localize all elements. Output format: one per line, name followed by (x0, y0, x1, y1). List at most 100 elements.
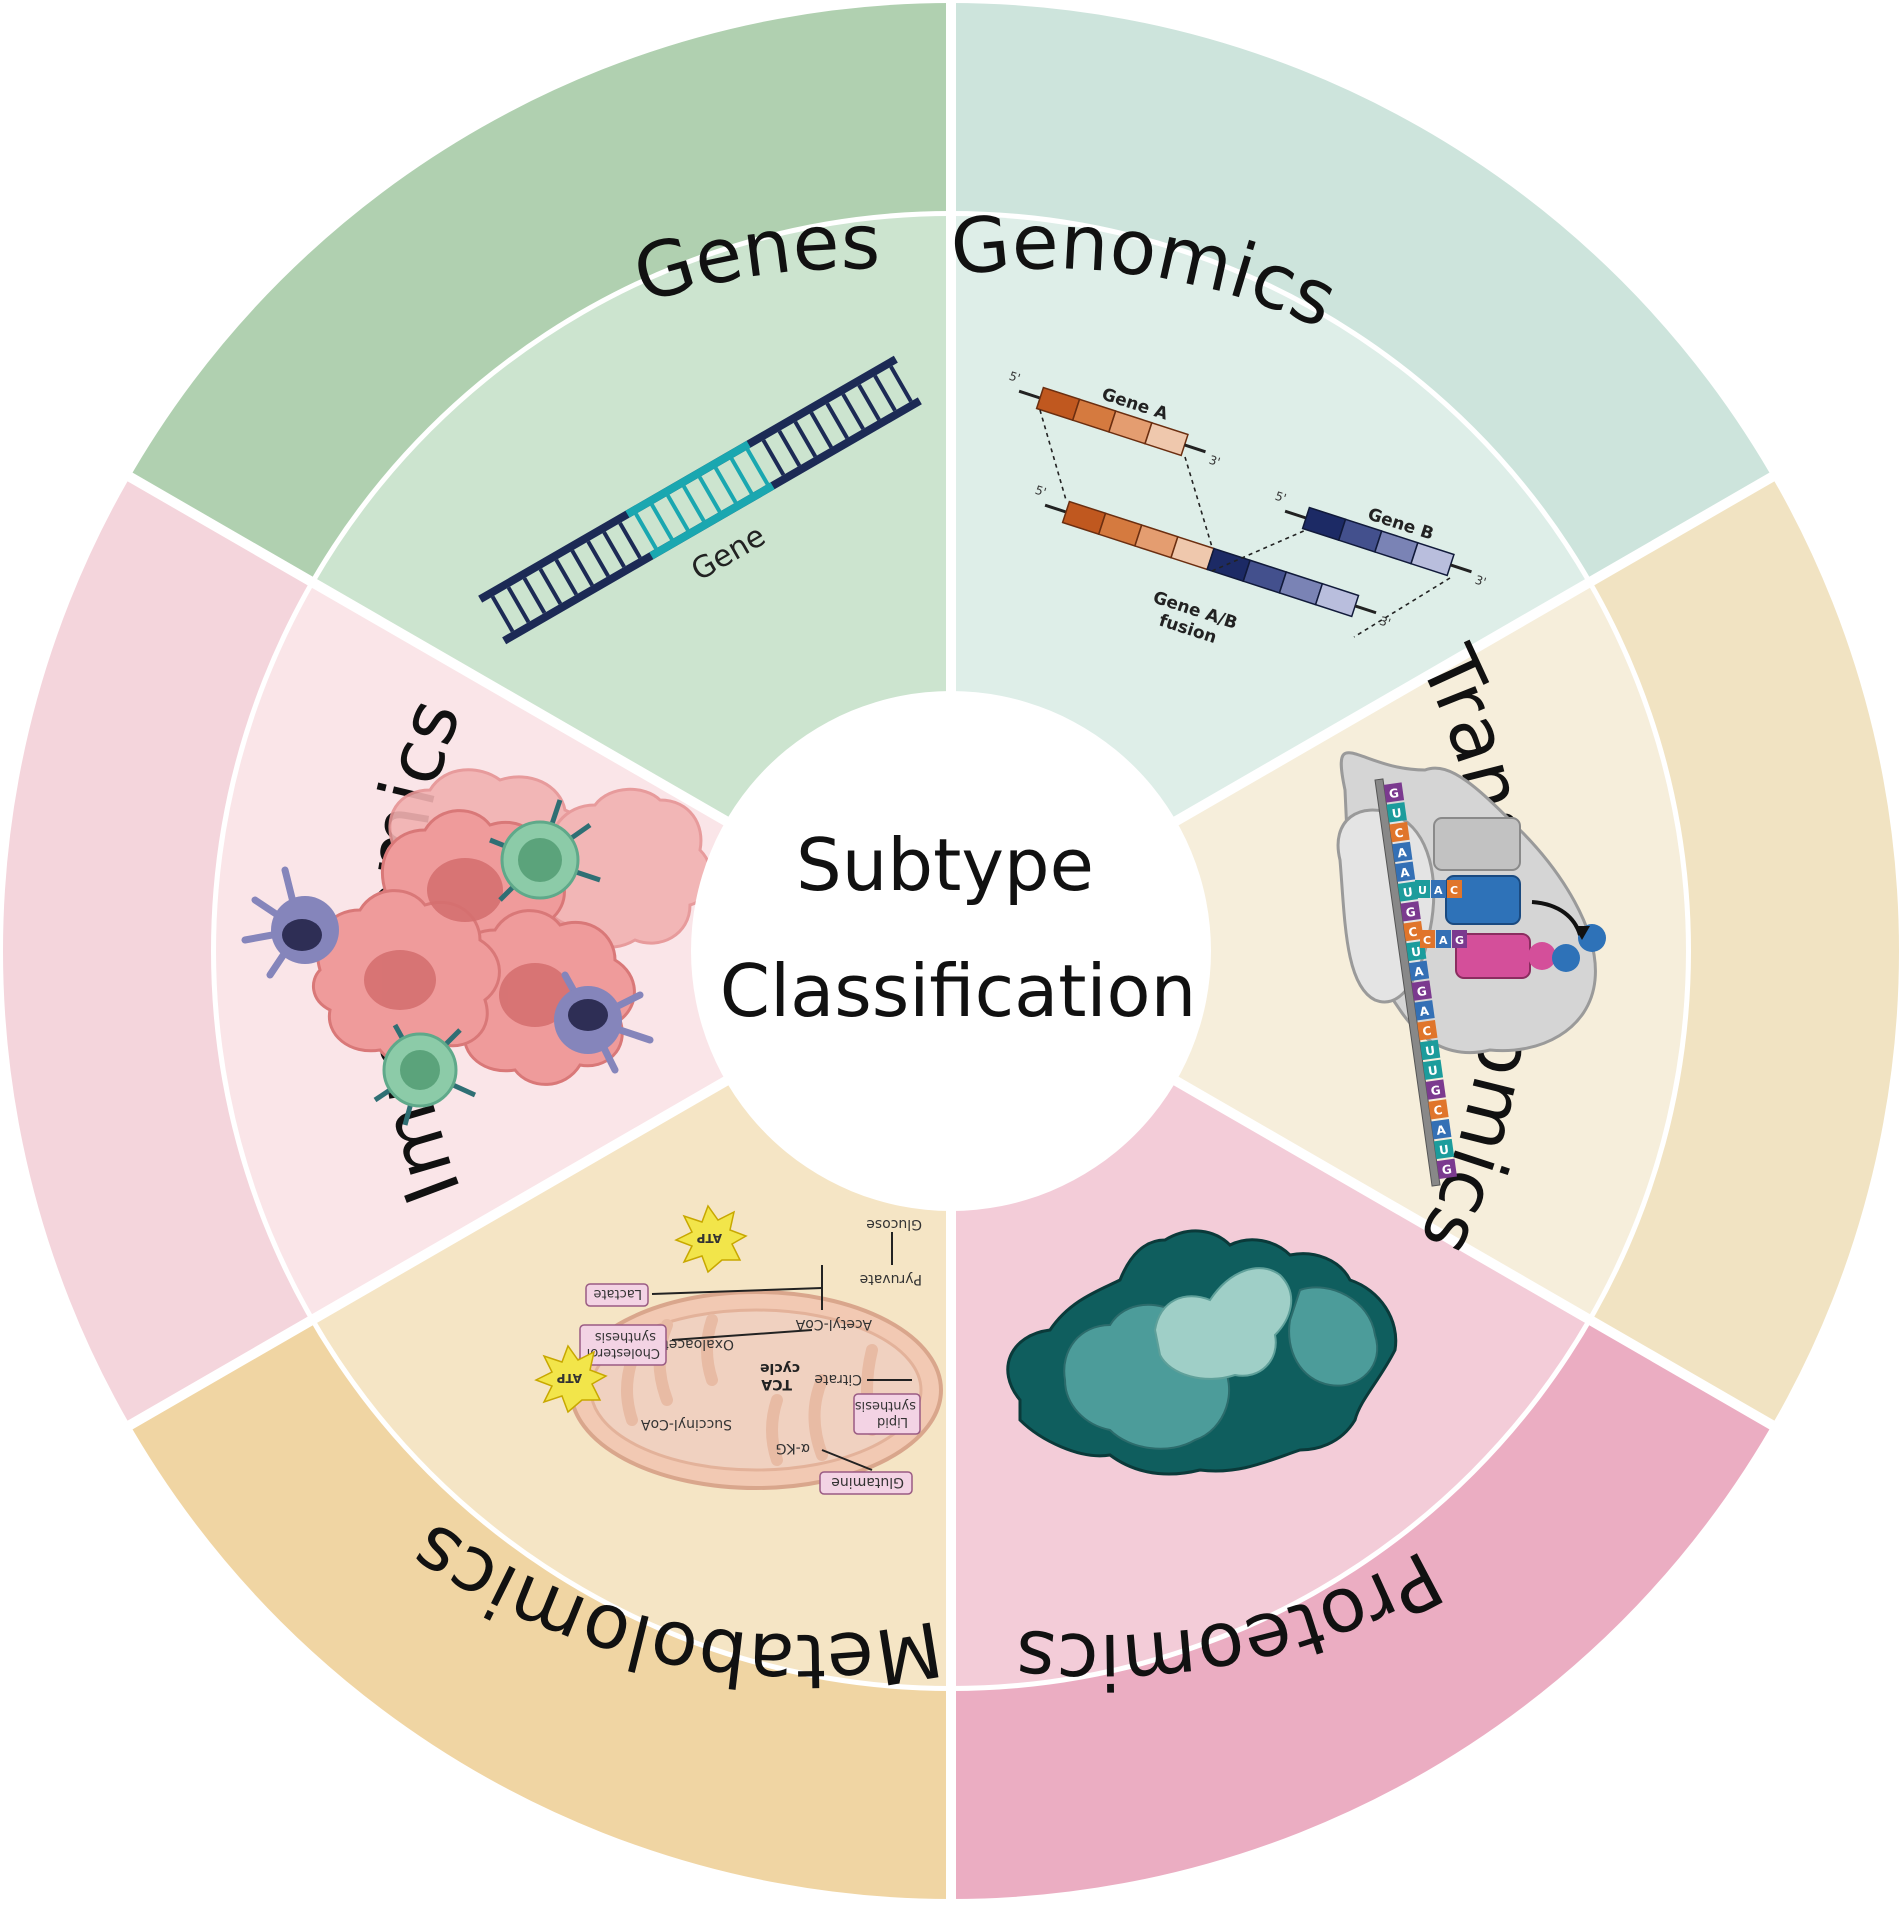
svg-text:U: U (1391, 806, 1403, 821)
immune-cell-purple-2 (554, 971, 654, 1074)
tumor-nuclei (364, 858, 571, 1027)
svg-text:Glucose: Glucose (866, 1216, 922, 1232)
t-cell-green-1 (489, 799, 601, 902)
dna-rung (682, 485, 706, 522)
dna-rung (618, 522, 642, 559)
dna-rung (666, 494, 690, 532)
mrna-base: U (1433, 1138, 1455, 1160)
mrna-base: A (1394, 861, 1416, 882)
gene-a-bar: Gene A 5' 3' (1007, 369, 1222, 470)
fusion-bar: 5' 3' (1033, 483, 1393, 631)
svg-text:C: C (1423, 934, 1431, 947)
segment-transcriptomics-inner[interactable] (951, 583, 1686, 1319)
mrna-base: A (1431, 1119, 1452, 1140)
protein-structure-illustration (1006, 1229, 1398, 1476)
svg-text:U: U (1427, 1063, 1439, 1078)
svg-text:C: C (1433, 1103, 1444, 1118)
svg-text:ATP: ATP (556, 1371, 582, 1385)
svg-text:A: A (1439, 934, 1448, 947)
svg-text:synthesis: synthesis (855, 1398, 916, 1413)
svg-text:α-KG: α-KG (776, 1440, 810, 1456)
mrna-base: C (1403, 920, 1424, 942)
svg-text:U: U (1418, 884, 1427, 897)
mrna-base: G (1436, 1158, 1457, 1179)
mrna-base: A (1392, 841, 1413, 863)
anticodon-base: C (1420, 930, 1435, 948)
svg-text:A: A (1435, 1123, 1447, 1138)
svg-text:U: U (1410, 944, 1422, 959)
dna-rung (777, 430, 802, 467)
anticodon-base: C (1447, 880, 1462, 898)
protein-domain-light (1153, 1267, 1293, 1380)
mrna-base: C (1389, 821, 1410, 843)
svg-text:A: A (1419, 1004, 1431, 1019)
dna-rung (793, 420, 818, 458)
dna-ladder-illustration: Gene (478, 355, 922, 645)
svg-text:G: G (1416, 984, 1428, 999)
mrna-base: C (1428, 1099, 1449, 1120)
dna-rung (729, 457, 754, 495)
anticodon-base: A (1431, 880, 1446, 898)
svg-text:3': 3' (1473, 573, 1488, 590)
mrna-base: U (1397, 881, 1419, 902)
svg-text:5': 5' (1273, 489, 1288, 506)
anticodon-base: G (1452, 930, 1467, 948)
svg-text:A: A (1434, 884, 1443, 897)
dna-rung (761, 439, 786, 476)
dna-rung (522, 577, 547, 614)
anticodon-base: U (1415, 880, 1430, 898)
svg-text:C: C (1408, 925, 1419, 940)
mrna-base: U (1386, 802, 1407, 823)
svg-text:U: U (1402, 885, 1414, 900)
svg-text:ATP: ATP (696, 1231, 722, 1245)
t-cell-green-2 (373, 1023, 477, 1126)
mitochondrion-illustration: α-KG Succinyl-CoA TCA cycle Citrate Oxal… (534, 1204, 943, 1495)
atp-burst-2: ATP (674, 1204, 748, 1274)
anticodon-base: A (1436, 930, 1451, 948)
dna-rungs (490, 365, 913, 633)
mrna-base: G (1425, 1079, 1446, 1100)
svg-text:synthesis: synthesis (595, 1329, 656, 1344)
svg-text:Pyruvate: Pyruvate (860, 1271, 922, 1287)
svg-text:Citrate: Citrate (814, 1371, 862, 1387)
dna-rung (570, 549, 594, 587)
svg-text:U: U (1424, 1043, 1436, 1058)
svg-text:Lipid: Lipid (877, 1414, 908, 1429)
dna-rung (506, 586, 531, 624)
svg-text:5': 5' (1033, 483, 1048, 500)
svg-text:G: G (1455, 934, 1464, 947)
svg-text:Lactate: Lactate (593, 1286, 642, 1301)
center-title-line2: Classification (720, 949, 1196, 1033)
dna-rung (809, 411, 833, 449)
svg-text:U: U (1438, 1142, 1450, 1157)
dna-rung (745, 448, 770, 486)
svg-text:G: G (1388, 786, 1400, 801)
mrna-base: C (1417, 1019, 1438, 1041)
immune-cell-purple-1 (241, 866, 339, 979)
tumor-immune-illustration (241, 768, 713, 1126)
svg-text:3': 3' (1378, 614, 1393, 631)
mrna-base: U (1422, 1059, 1444, 1080)
svg-text:G: G (1430, 1083, 1442, 1098)
dna-rung (538, 568, 563, 605)
dna-rung (602, 531, 626, 568)
mrna-base: A (1408, 960, 1430, 981)
center-circle (691, 691, 1211, 1211)
svg-text:Cholesterol: Cholesterol (587, 1345, 660, 1360)
svg-text:C: C (1394, 826, 1405, 841)
dna-rung (825, 402, 849, 440)
svg-text:cycle: cycle (760, 1360, 800, 1376)
dna-rung (873, 374, 897, 412)
svg-text:Succinyl-CoA: Succinyl-CoA (641, 1416, 732, 1432)
dna-rung (490, 595, 515, 633)
svg-text:Acetyl-CoA: Acetyl-CoA (795, 1316, 872, 1332)
mrna-base: U (1419, 1039, 1441, 1061)
mrna-base: G (1411, 980, 1432, 1001)
svg-text:A: A (1413, 964, 1425, 979)
